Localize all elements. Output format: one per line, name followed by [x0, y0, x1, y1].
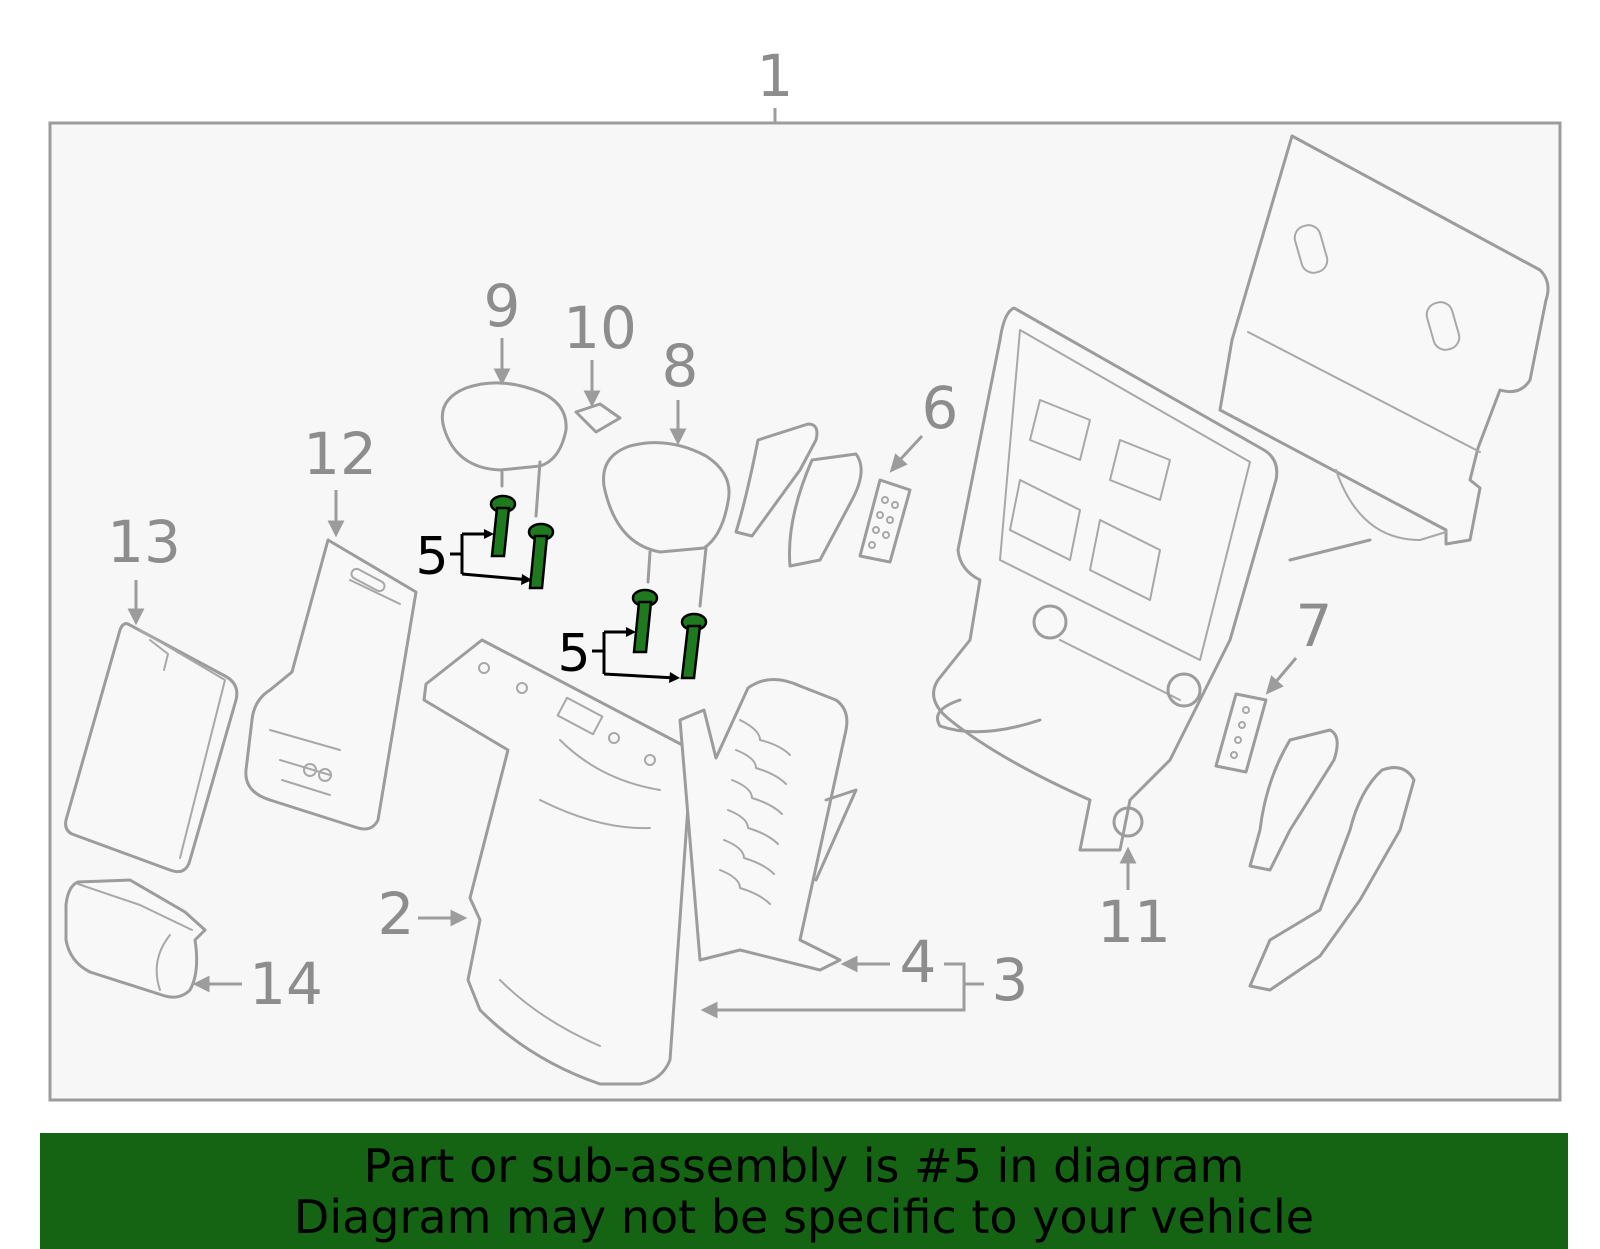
part-13-panel: [64, 622, 239, 874]
part-5-bolt: [631, 588, 659, 654]
callout-14: 14: [249, 950, 323, 1018]
callout-9: 9: [484, 272, 521, 340]
callout-5b: 5: [557, 624, 590, 684]
arrow-5b-1: [626, 627, 636, 637]
part-12-bracket: [244, 538, 418, 831]
arrow-5a-2: [521, 574, 532, 585]
leader-5b: [592, 630, 677, 680]
arrow-5a-1: [484, 529, 494, 539]
callout-12: 12: [303, 420, 377, 488]
part-7-trim: [1214, 692, 1416, 992]
callout-4: 4: [900, 928, 937, 996]
callout-2: 2: [378, 880, 415, 948]
callout-3: 3: [992, 946, 1029, 1014]
callout-1: 1: [757, 42, 794, 110]
banner-line-2: Diagram may not be specific to your vehi…: [293, 1190, 1315, 1244]
callout-5a: 5: [415, 527, 448, 587]
arrow-5b-2: [669, 672, 680, 683]
callout-10: 10: [563, 294, 637, 362]
part-5-bolt: [680, 612, 708, 680]
info-banner: Part or sub-assembly is #5 in diagram Di…: [40, 1133, 1568, 1249]
part-5-bolt: [527, 522, 555, 590]
part-14-armrest: [64, 878, 207, 999]
leader-5a: [450, 532, 531, 582]
callout-7: 7: [1296, 592, 1333, 660]
callout-13: 13: [107, 508, 181, 576]
callout-8: 8: [662, 332, 699, 400]
part-8-headrest: [602, 441, 731, 608]
banner-line-1: Part or sub-assembly is #5 in diagram: [363, 1139, 1245, 1193]
callout-6: 6: [922, 374, 959, 442]
leader-7: [1272, 657, 1298, 685]
rear-panel: [1218, 134, 1550, 562]
leader-3: [712, 962, 984, 1012]
part-2-seatback: [422, 638, 694, 1086]
leader-6: [896, 434, 924, 464]
part-6-trim: [734, 422, 912, 568]
part-11-frame: [932, 306, 1279, 852]
part-9-headrest: [440, 381, 568, 518]
part-5-bolt: [489, 494, 517, 558]
part-3-frame: [678, 678, 858, 972]
callout-11: 11: [1097, 888, 1171, 956]
